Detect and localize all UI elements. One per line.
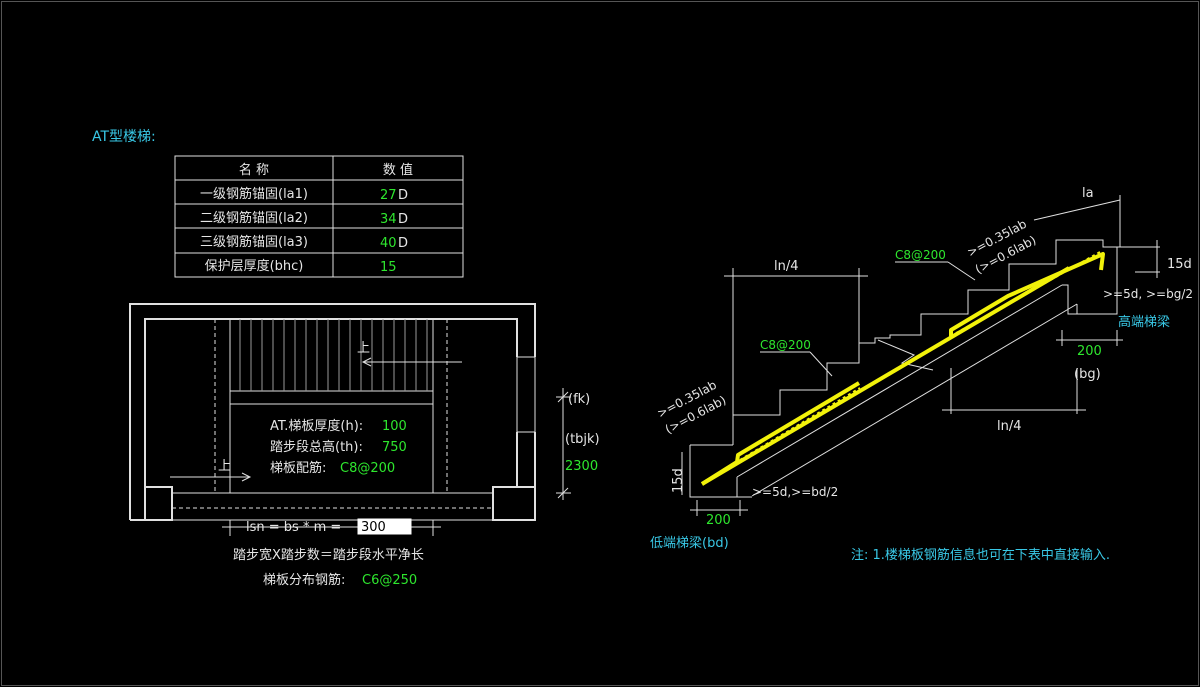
bhc-value-field[interactable]: 15 — [380, 260, 397, 275]
table-row-name: 保护层厚度(bhc) — [205, 258, 304, 274]
drawing-title: AT型楼梯: — [92, 129, 156, 145]
table-row-unit: D — [398, 236, 408, 251]
hook-bottom-dim: 15d — [671, 468, 686, 493]
la3-value-field[interactable]: 40 — [380, 236, 397, 251]
stair-section-view: ln/4 ln/4 la 15d 200 (bg) 200 15d >=0.35… — [650, 186, 1193, 551]
tbjk-label: (tbjk) — [565, 432, 600, 447]
la1-value-field[interactable]: 27 — [380, 188, 397, 203]
up-label-top: 上 — [357, 341, 370, 356]
top-min-length: >=5d, >=bg/2 — [1103, 287, 1193, 301]
distribution-label: 梯板分布钢筋: — [263, 572, 345, 588]
hook-top-dim: 15d — [1167, 257, 1192, 272]
ln4-bottom-dim: ln/4 — [997, 419, 1022, 434]
flight-height-label: 踏步段总高(th): — [270, 439, 363, 455]
bg-label: (bg) — [1074, 367, 1101, 382]
table-row-name: 二级钢筋锚固(la2) — [200, 210, 308, 226]
stair-plan-view: 上 上 AT.梯板厚度(h): 100 踏步段总高(th): 750 梯板配筋:… — [129, 303, 600, 588]
low-beam-label: 低端梯梁(bd) — [650, 536, 729, 551]
low-beam-width-field[interactable]: 200 — [706, 513, 731, 528]
ln4-top-dim: ln/4 — [774, 259, 799, 274]
parameter-table: 名 称 数 值 一级钢筋锚固(la1) 27 D 二级钢筋锚固(la2) 34 … — [174, 155, 464, 278]
slab-thickness-label: AT.梯板厚度(h): — [270, 418, 363, 434]
lsn-input-value[interactable]: 300 — [361, 520, 386, 535]
table-header-value: 数 值 — [383, 162, 413, 178]
lsn-label: lsn = bs * m = — [246, 520, 341, 535]
la2-value-field[interactable]: 34 — [380, 212, 397, 227]
table-row-name: 一级钢筋锚固(la1) — [200, 186, 308, 202]
table-row-unit: D — [398, 212, 408, 227]
top-rebar-field[interactable]: C8@200 — [895, 248, 946, 262]
formula-text: 踏步宽X踏步数＝踏步段水平净长 — [233, 547, 424, 563]
lsn-input-box[interactable] — [357, 518, 412, 535]
fk-label: (fk) — [568, 392, 590, 407]
note-text: 注: 1.楼梯板钢筋信息也可在下表中直接输入. — [851, 547, 1110, 563]
distribution-field[interactable]: C6@250 — [362, 573, 417, 588]
la-dim: la — [1082, 186, 1094, 201]
mid-rebar-field[interactable]: C8@200 — [760, 338, 811, 352]
high-beam-width-field[interactable]: 200 — [1077, 344, 1102, 359]
up-label-bottom: 上 — [218, 459, 231, 474]
bottom-min-length: >=5d,>=bd/2 — [752, 485, 838, 499]
tbjk-field[interactable]: 2300 — [565, 459, 598, 474]
flight-height-field[interactable]: 750 — [382, 440, 407, 455]
table-row-name: 三级钢筋锚固(la3) — [200, 234, 308, 250]
slab-rebar-field[interactable]: C8@200 — [340, 461, 395, 476]
high-beam-label: 高端梯梁 — [1118, 314, 1170, 330]
table-row-unit: D — [398, 188, 408, 203]
slab-rebar-label: 梯板配筋: — [270, 460, 326, 476]
slab-thickness-field[interactable]: 100 — [382, 419, 407, 434]
table-header-name: 名 称 — [239, 162, 269, 178]
